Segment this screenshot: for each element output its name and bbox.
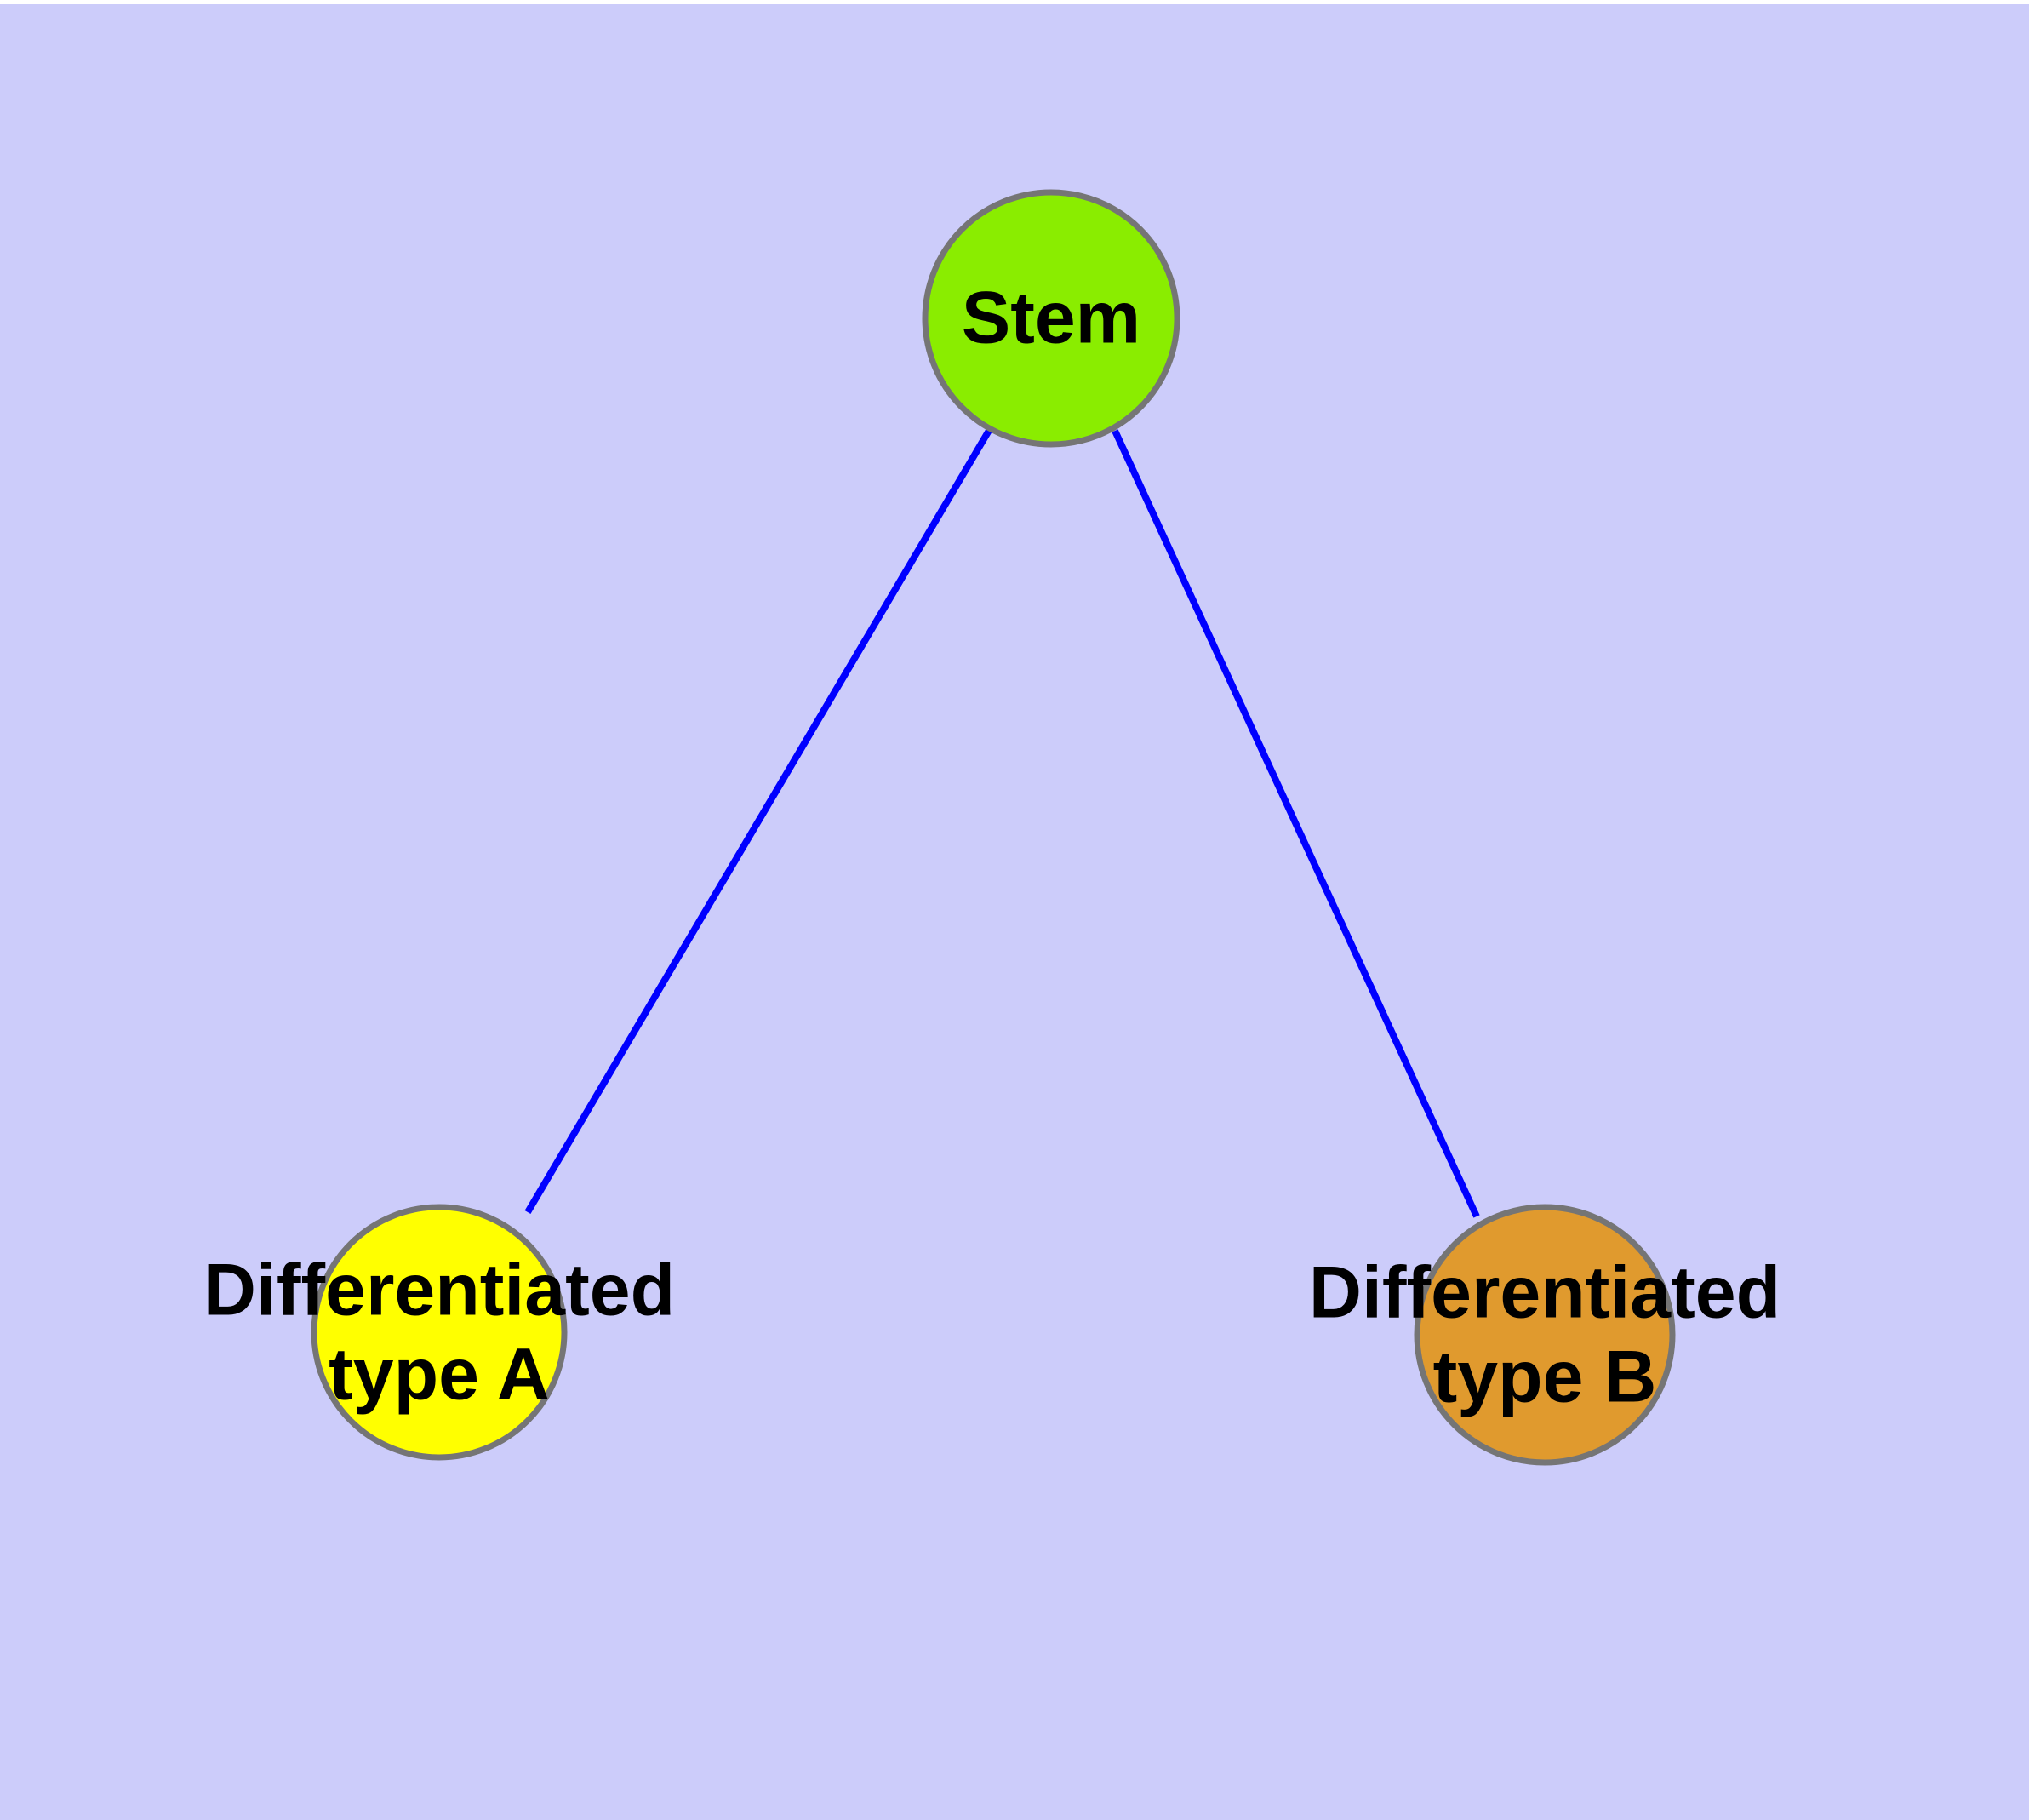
node-differentiated-type-a[interactable]: Differentiated type A: [203, 1204, 675, 1461]
node-differentiated-type-a-label-line-2: type A: [329, 1334, 550, 1416]
node-stem[interactable]: Stem: [922, 189, 1180, 448]
node-differentiated-type-b[interactable]: Differentiated type B: [1309, 1204, 1780, 1466]
edges-group: [524, 426, 1480, 1218]
node-differentiated-type-b-label-line-1: Differentiated: [1309, 1252, 1780, 1334]
nodes-group: Stem Differentiated type A Differentiate…: [203, 189, 1780, 1466]
edge-stem-to-differentiated-type-a[interactable]: [524, 426, 993, 1215]
node-differentiated-type-a-label-line-1: Differentiated: [203, 1250, 675, 1331]
edge-stem-to-differentiated-type-b[interactable]: [1112, 429, 1480, 1218]
node-differentiated-type-b-label-line-2: type B: [1433, 1336, 1657, 1418]
node-stem-circle[interactable]: [922, 189, 1180, 448]
node-stem-label: Stem: [962, 278, 1140, 359]
node-differentiated-type-a-circle[interactable]: [311, 1204, 568, 1461]
node-differentiated-type-b-circle[interactable]: [1414, 1204, 1676, 1466]
